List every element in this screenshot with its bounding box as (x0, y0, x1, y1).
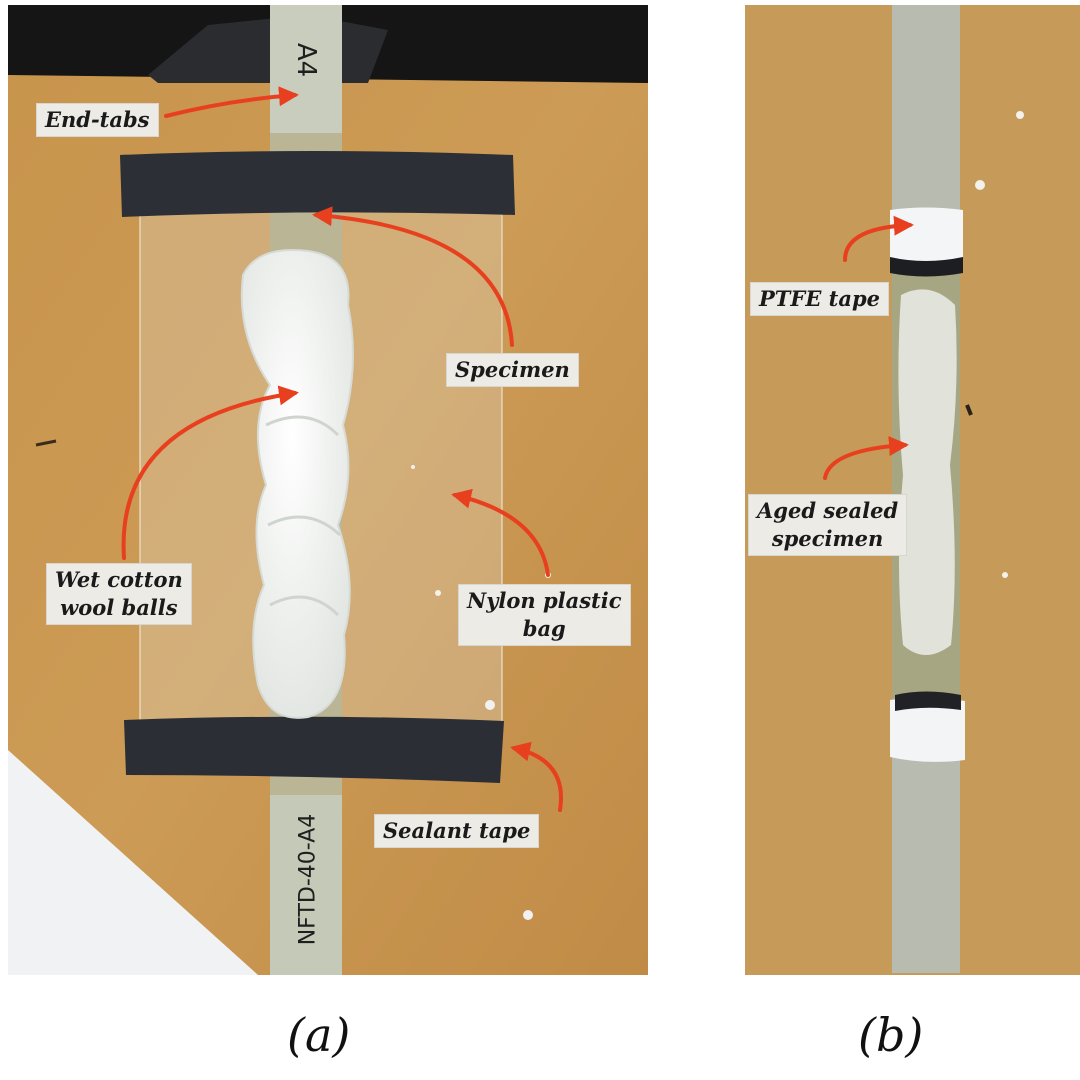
speck (1016, 111, 1024, 119)
photo-panel-a: A4 NFTD-40-A4 (8, 5, 648, 975)
end-tab-bottom (270, 795, 342, 975)
handwritten-bottom-mark: NFTD-40-A4 (295, 813, 321, 946)
ptfe-tape-bottom (890, 697, 965, 762)
ptfe-seal-dark-bottom (895, 691, 961, 711)
sealant-tape-top (120, 151, 515, 217)
speck (523, 910, 533, 920)
label-nylon-bag: Nylon plastic bag (458, 584, 631, 646)
board-mark (965, 404, 973, 416)
speck (1002, 572, 1008, 578)
speck (485, 700, 495, 710)
speck (975, 180, 985, 190)
label-sealant-tape: Sealant tape (374, 814, 540, 848)
speck (435, 590, 441, 596)
white-paper (8, 750, 258, 975)
sealant-tape-bottom (124, 716, 504, 783)
photo-panel-b (745, 5, 1080, 975)
ptfe-tape-top (890, 207, 963, 263)
handwritten-top-mark: A4 (291, 42, 321, 78)
photo-a-illustration (8, 5, 648, 975)
caption-a: (a) (287, 1008, 351, 1062)
caption-b: (b) (858, 1008, 924, 1062)
photo-b-illustration (745, 5, 1080, 975)
label-wet-cotton: Wet cotton wool balls (46, 563, 192, 625)
label-end-tabs: End-tabs (36, 103, 159, 137)
label-ptfe-tape: PTFE tape (750, 282, 889, 316)
label-aged-specimen: Aged sealed specimen (748, 494, 908, 556)
cotton-inside (898, 289, 957, 655)
board-scratch (35, 439, 57, 447)
speck (411, 465, 415, 469)
label-specimen: Specimen (446, 353, 579, 387)
speck (545, 572, 551, 578)
